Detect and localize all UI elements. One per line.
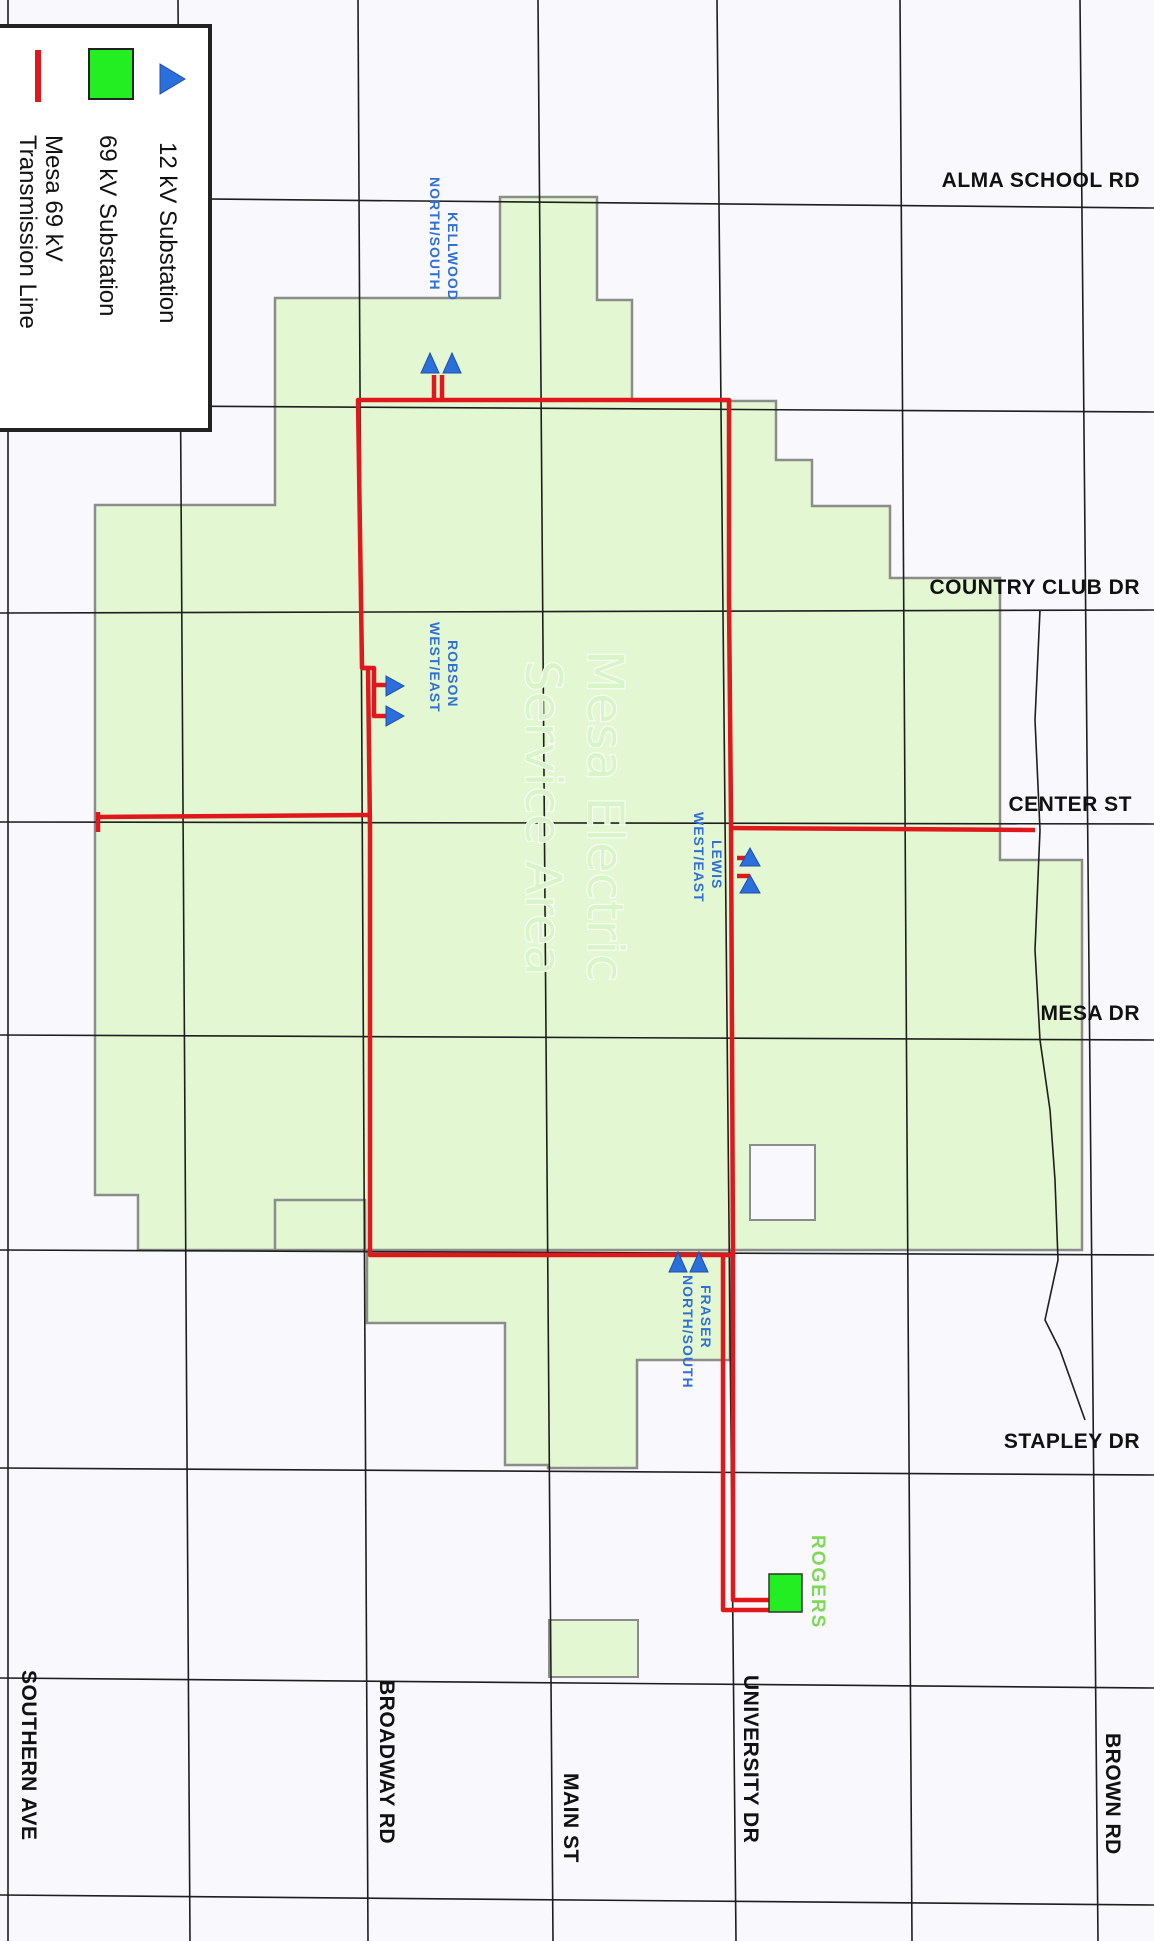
red-line-icon [35,50,41,102]
service-area-title: Mesa Electric Service Area [513,649,635,983]
fraser-substation-icon [668,1250,688,1273]
kellwood-substation-icon [420,351,440,374]
fraser-label: FRASER NORTH/SOUTH [680,1275,714,1389]
road-country-club [0,609,1154,614]
road-label-stapley: STAPLEY DR [1004,1430,1140,1453]
svg-text:UNIVERSITY DR: UNIVERSITY DR [739,1675,762,1843]
road-minor-curve [1034,609,1086,1421]
road-main [537,0,554,1941]
road-label-center: CENTER ST [1008,793,1132,816]
road-brown [1079,0,1099,1941]
road-mesa [0,1034,1154,1041]
road-label-main: MAIN ST [559,1773,582,1863]
fraser-substation-icon [689,1250,709,1273]
kellwood-substation-icon [442,351,462,374]
svg-text:MAIN ST: MAIN ST [559,1773,582,1863]
legend-label-69kv: 69 kV Substation [94,135,121,316]
service-area-polygon [93,195,1084,1470]
robson-substation-icon [385,705,406,727]
transmission-line-kellwood-tap [431,375,445,400]
transmission-line-to-rogers-2 [730,1255,775,1603]
legend-label-transmission-line1: Mesa 69 kV [40,135,67,262]
svg-text:BROWN RD: BROWN RD [1101,1733,1124,1855]
transmission-lines [95,375,1036,1613]
substation-12kv-icons [385,351,761,1273]
service-area-exclusion [749,1144,816,1221]
road-label-alma-school: ALMA SCHOOL RD [942,169,1140,192]
lewis-substation-icon [739,873,761,894]
rogers-label: ROGERS [807,1535,828,1629]
service-area-title-line1: Mesa Electric [576,650,634,982]
svg-text:SOUTHERN AVE: SOUTHERN AVE [17,1670,40,1841]
fraser-label-line2: NORTH/SOUTH [680,1275,696,1389]
robson-label-line2: WEST/EAST [427,622,443,713]
robson-label: ROBSON WEST/EAST [427,622,461,713]
fraser-label-line1: FRASER [698,1285,714,1349]
road-center [0,821,1154,825]
transmission-line-east [730,825,1036,833]
road-label-brown: BROWN RD [1101,1733,1124,1855]
road-minor [0,1677,1154,1689]
road-stapley [0,1467,1154,1476]
kellwood-label-line2: NORTH/SOUTH [427,177,443,291]
service-area-parcel [548,1619,639,1678]
road-label-mesa: MESA DR [1040,1002,1140,1025]
lewis-label-line1: LEWIS [709,840,725,889]
lewis-label-line2: WEST/EAST [691,812,707,903]
road-minor [0,1249,1154,1256]
road-label-university: UNIVERSITY DR [739,1675,762,1843]
svg-text:BROADWAY RD: BROADWAY RD [375,1680,398,1844]
legend-item-12kv: 12 kV Substation [154,63,186,323]
robson-substation-icon [385,675,406,697]
kellwood-label: KELLWOOD NORTH/SOUTH [427,177,461,301]
robson-label-line1: ROBSON [445,640,461,707]
transmission-line-robson-tap [362,665,386,719]
road-label-country-club: COUNTRY CLUB DR [930,576,1141,599]
service-area-title-line2: Service Area [514,660,572,976]
rogers-substation-icon [768,1573,803,1613]
blue-triangle-icon [159,63,186,95]
road-minor [899,0,913,1941]
road-label-broadway: BROADWAY RD [375,1680,398,1844]
kellwood-label-line1: KELLWOOD [445,212,461,301]
legend: 12 kV Substation 69 kV Substation Mesa 6… [0,24,212,432]
green-square-icon [88,48,134,100]
lewis-label: LEWIS WEST/EAST [691,812,725,903]
transmission-line-to-rogers-1 [720,1255,775,1613]
legend-label-transmission-line2: Transmission Line [14,135,41,329]
legend-label-12kv: 12 kV Substation [154,142,181,323]
road-label-southern: SOUTHERN AVE [17,1670,40,1841]
lewis-substation-icon [739,846,761,867]
legend-item-69kv: 69 kV Substation [88,48,134,316]
road-broadway [357,0,369,1941]
svg-text:ROGERS: ROGERS [807,1535,828,1629]
transmission-line-west [95,812,369,832]
legend-item-transmission: Mesa 69 kV Transmission Line [14,50,67,329]
road-university [716,0,737,1941]
road-minor [0,1894,1154,1906]
